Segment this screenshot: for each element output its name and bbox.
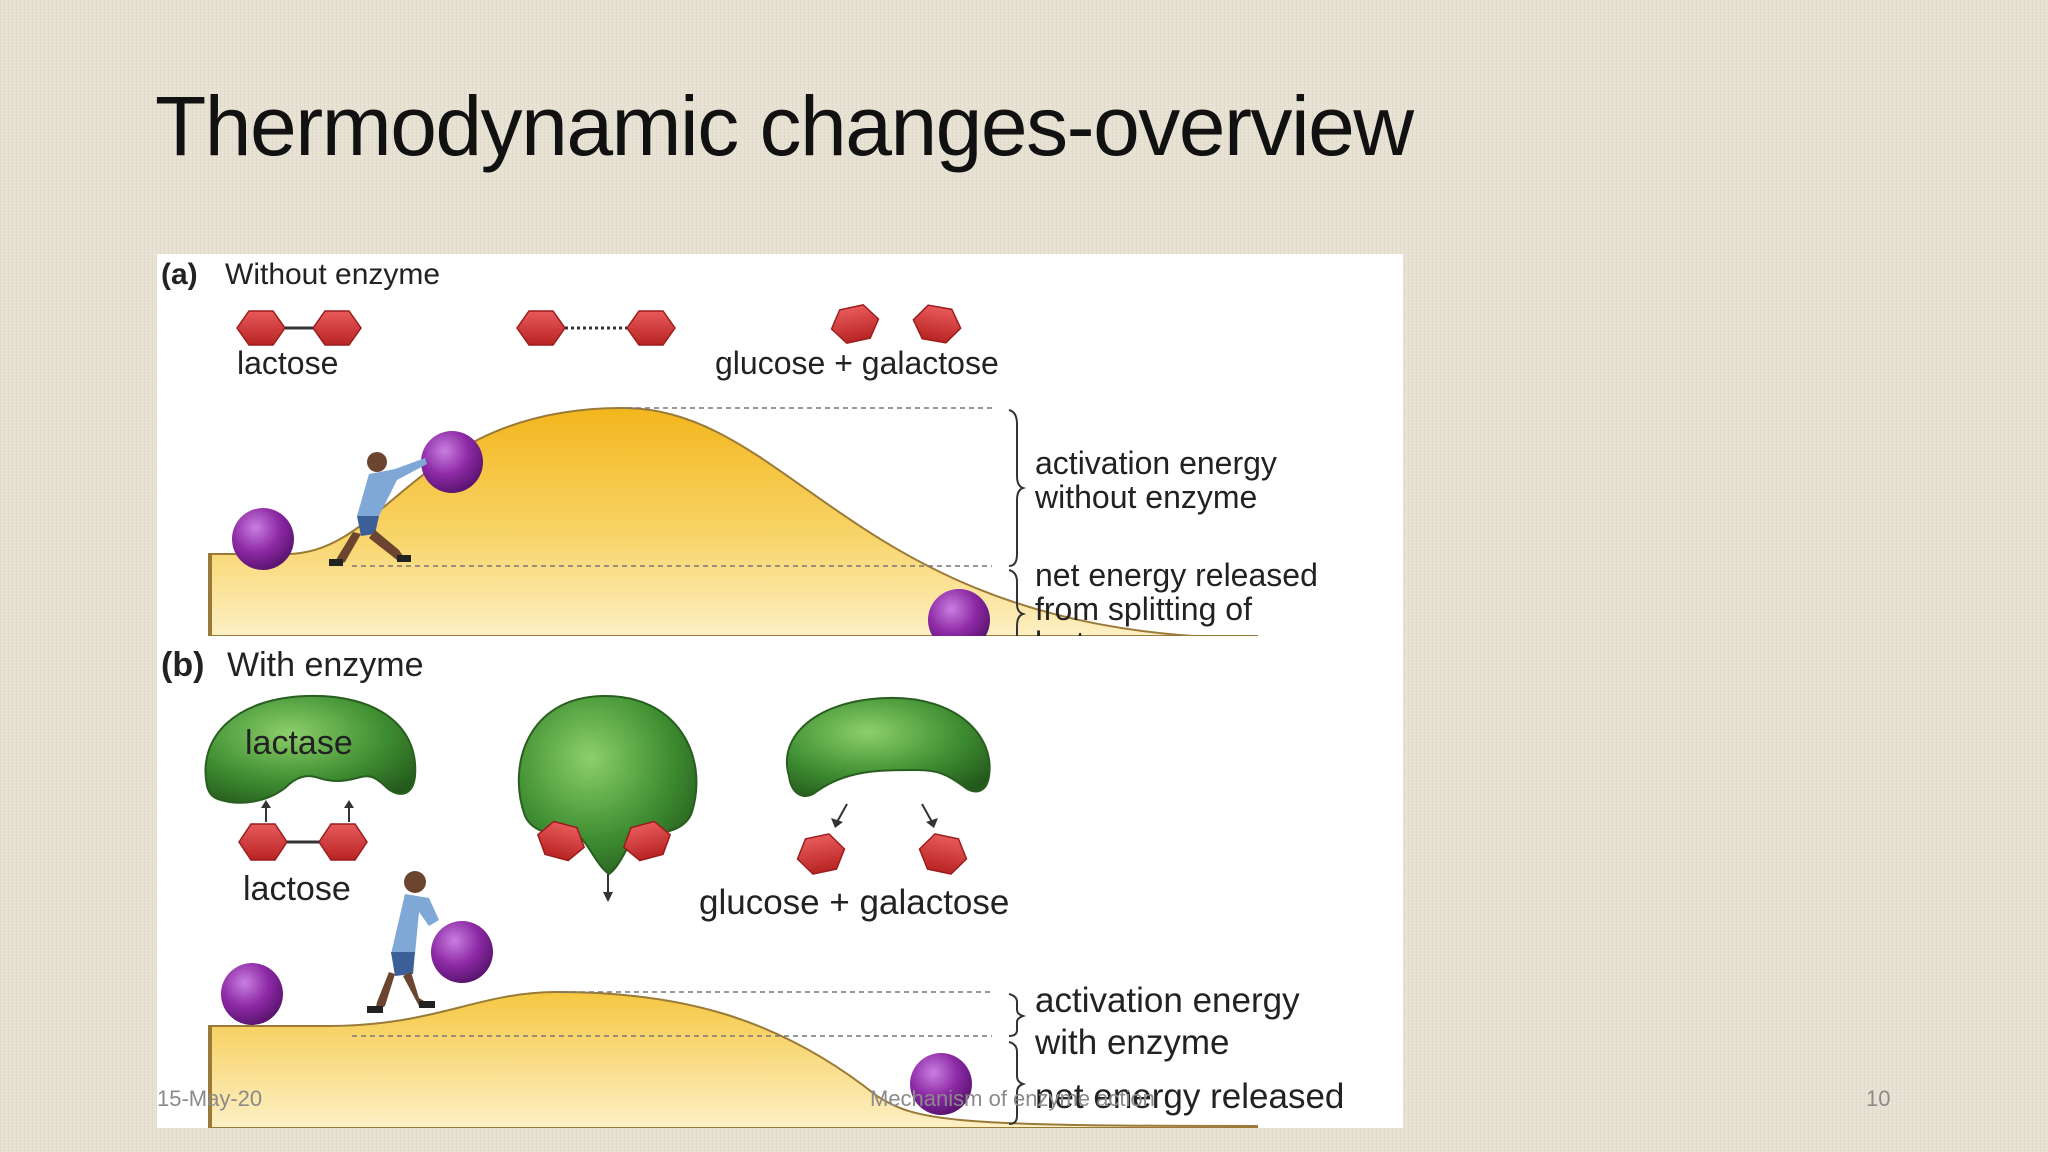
- lactose-label-b: lactose: [243, 870, 351, 908]
- ball-end-a: [928, 589, 990, 636]
- net-label-a-line3: lactose: [1035, 625, 1136, 636]
- ball-start-a: [232, 508, 294, 570]
- activation-label-a-line2: without enzyme: [1034, 479, 1257, 515]
- panel-with-enzyme: (b) With enzyme lactase lactose: [157, 636, 1403, 1128]
- ball-pushed-a: [421, 431, 483, 493]
- ball-end-b: [910, 1053, 972, 1115]
- activation-bracket-b: [1008, 993, 1027, 1037]
- panel-without-enzyme: (a) Without enzyme lactose glucose + gal…: [157, 254, 1403, 636]
- person-pushing-icon: [329, 452, 427, 566]
- net-label-b-line1: net energy released: [1035, 1077, 1344, 1116]
- glucose-galactose-label-b: glucose + galactose: [699, 883, 1009, 922]
- net-label-a-line1: net energy released: [1035, 557, 1318, 593]
- enzyme-released-icon: [786, 696, 991, 875]
- lactose-molecule: [236, 310, 362, 346]
- net-bracket-b: [1008, 1041, 1027, 1125]
- slide-number: 10: [1866, 1086, 1891, 1111]
- activation-label-b-line2: with enzyme: [1034, 1023, 1230, 1062]
- person-pushing-icon-b: [367, 871, 439, 1013]
- panel-a-heading: Without enzyme: [225, 258, 440, 291]
- panel-b-letter: (b): [161, 646, 204, 684]
- activation-bracket-a: [1008, 409, 1027, 567]
- net-bracket-a: [1008, 569, 1027, 636]
- lactose-label: lactose: [237, 345, 338, 381]
- ball-pushed-b: [431, 921, 493, 983]
- transition-molecule: [516, 310, 676, 346]
- footer-title: Mechanism of enzyme action: [870, 1086, 1155, 1111]
- lactose-molecule-b: [238, 800, 368, 861]
- lactase-enzyme-icon: [204, 694, 417, 804]
- panel-b-heading: With enzyme: [227, 646, 424, 684]
- glucose-galactose-molecules: [830, 304, 962, 344]
- activation-label-a-line1: activation energy: [1035, 445, 1277, 481]
- lactase-label: lactase: [245, 724, 353, 762]
- slide-title: Thermodynamic changes-overview: [155, 79, 1414, 173]
- net-label-a-line2: from splitting of: [1035, 591, 1252, 627]
- ball-start-b: [221, 963, 283, 1025]
- glucose-galactose-label: glucose + galactose: [715, 345, 999, 381]
- enzyme-substrate-complex-icon: [517, 694, 698, 902]
- panel-a-letter: (a): [161, 258, 198, 291]
- footer-date: 15-May-20: [157, 1086, 263, 1111]
- activation-label-b-line1: activation energy: [1035, 981, 1300, 1020]
- energy-curve-with-enzyme: [208, 990, 1258, 1128]
- energy-diagram-figure: (a) Without enzyme lactose glucose + gal…: [157, 254, 1403, 1128]
